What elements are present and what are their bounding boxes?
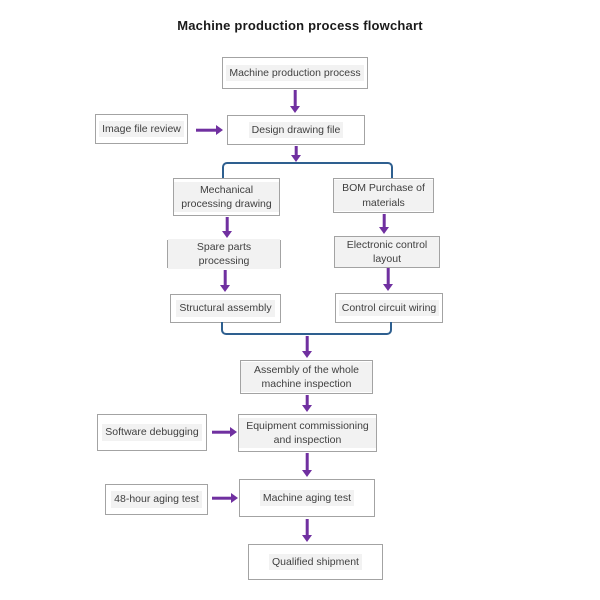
node-label: Mechanical processing drawing [174, 181, 279, 213]
arrow-right-icon [212, 492, 238, 504]
branch-split-connector [222, 162, 393, 178]
node-machine-production-process: Machine production process [222, 57, 368, 89]
arrow-down-icon [301, 453, 313, 477]
node-bom-purchase-of-materials: BOM Purchase of materials [333, 178, 434, 213]
node-design-drawing-file: Design drawing file [227, 115, 365, 145]
node-spare-parts-processing: Spare parts processing [167, 238, 281, 270]
node-label: Design drawing file [248, 121, 344, 139]
node-qualified-shipment: Qualified shipment [248, 544, 383, 580]
node-software-debugging: Software debugging [97, 414, 207, 451]
arrow-down-icon [301, 395, 313, 412]
node-label: Electronic control layout [335, 236, 439, 268]
arrow-down-icon [289, 90, 301, 113]
arrow-down-icon [290, 146, 302, 162]
node-label: Software debugging [102, 424, 202, 441]
node-label: Spare parts processing [168, 238, 280, 270]
arrow-right-icon [212, 426, 237, 438]
arrow-down-icon [221, 217, 233, 238]
node-label: BOM Purchase of materials [334, 180, 433, 211]
node-structural-assembly: Structural assembly [170, 294, 281, 323]
node-electronic-control-layout: Electronic control layout [334, 236, 440, 268]
node-label: Image file review [99, 120, 184, 138]
node-label: Assembly of the whole machine inspection [241, 361, 372, 393]
node-machine-aging-test: Machine aging test [239, 479, 375, 517]
node-48-hour-aging-test: 48-hour aging test [105, 484, 208, 515]
arrow-right-icon [196, 124, 223, 136]
arrow-down-icon [301, 336, 313, 358]
arrow-down-icon [301, 519, 313, 542]
node-assembly-whole-machine-inspection: Assembly of the whole machine inspection [240, 360, 373, 394]
branch-merge-connector [221, 322, 392, 335]
arrow-down-icon [382, 268, 394, 291]
node-image-file-review: Image file review [95, 114, 188, 144]
arrow-down-icon [378, 214, 390, 234]
node-label: Machine production process [226, 64, 364, 82]
node-label: Machine aging test [259, 489, 355, 507]
node-label: Equipment commissioning and inspection [239, 417, 376, 449]
node-mechanical-processing-drawing: Mechanical processing drawing [173, 178, 280, 216]
arrow-down-icon [219, 270, 231, 292]
node-equipment-commissioning-inspection: Equipment commissioning and inspection [238, 414, 377, 452]
node-label: Qualified shipment [269, 553, 362, 571]
node-control-circuit-wiring: Control circuit wiring [335, 293, 443, 323]
page-title: Machine production process flowchart [177, 18, 423, 33]
node-label: Control circuit wiring [338, 299, 440, 317]
node-label: Structural assembly [176, 300, 275, 317]
node-label: 48-hour aging test [111, 491, 202, 508]
